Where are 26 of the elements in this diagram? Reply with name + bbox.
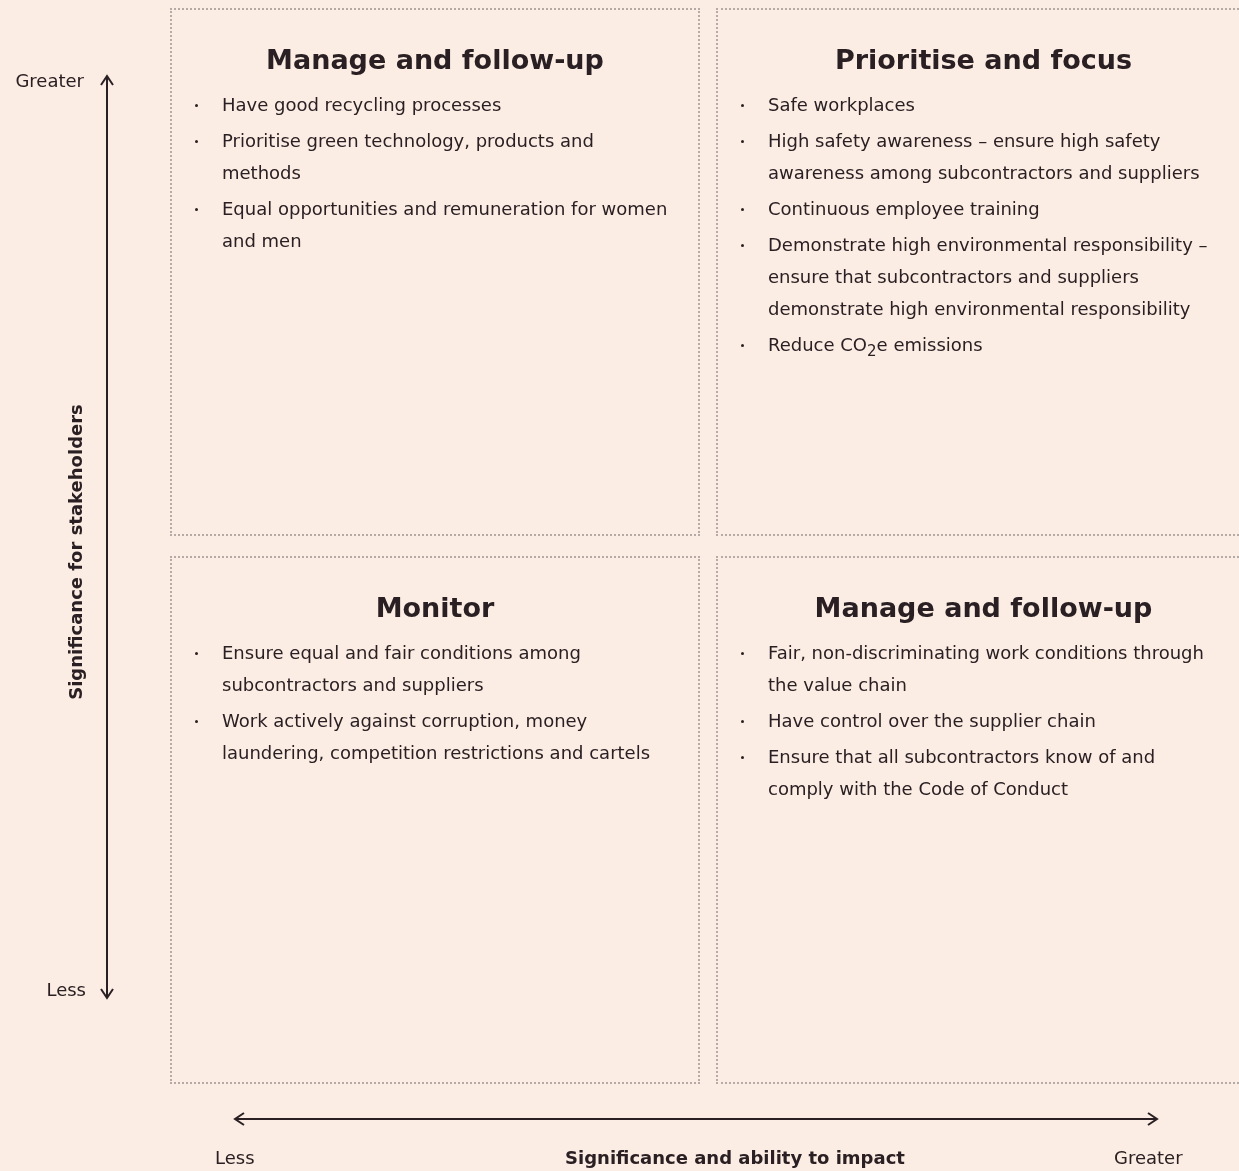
axis-title: Significance for stakeholders (64, 404, 86, 700)
bullet-text: Prioritise green technology, products and methods (222, 130, 594, 183)
axis-end-label: Less (46, 979, 86, 1000)
bullet-text: Fair, non-discriminating work conditions through the value chain (768, 642, 1204, 695)
quadrant-heading: Manage and follow-up (265, 44, 605, 75)
quadrant-panel (716, 556, 1239, 1084)
quadrant-heading: Prioritise and focus (833, 44, 1134, 75)
bullet-text: Ensure that all subcontractors know of and comply with the Code of Conduct (768, 746, 1156, 799)
bullet-text: Safe workplaces (768, 94, 915, 115)
axis-end-label: Less (215, 1147, 255, 1168)
quadrant-heading: Monitor (374, 592, 496, 623)
bullet-text: High safety awareness – ensure high safety awareness among subcontractors and suppliers (768, 130, 1200, 183)
quadrant-heading: Manage and follow-up (813, 592, 1154, 623)
quadrant-panel (716, 8, 1239, 536)
bullet-text: Reduce CO$_{2}$e emissions (768, 334, 983, 355)
bullet-text: Work actively against corruption, money laundering, competition restrictions and cartels (222, 710, 651, 763)
axis-end-label: Greater (1114, 1147, 1183, 1168)
bullet-text: Continuous employee training (768, 198, 1040, 219)
axis-title: Significance and ability to impact (565, 1147, 905, 1168)
quadrant-panel (170, 8, 700, 536)
bullet-text: Have control over the supplier chain (768, 710, 1096, 731)
bullet-text: Equal opportunities and remuneration for women and men (222, 198, 668, 251)
quadrant-panel (170, 556, 700, 1084)
axis-end-label: Greater (15, 70, 84, 91)
bullet-text: Have good recycling processes (222, 94, 502, 115)
bullet-text: Ensure equal and fair conditions among subcontractors and suppliers (222, 642, 581, 695)
